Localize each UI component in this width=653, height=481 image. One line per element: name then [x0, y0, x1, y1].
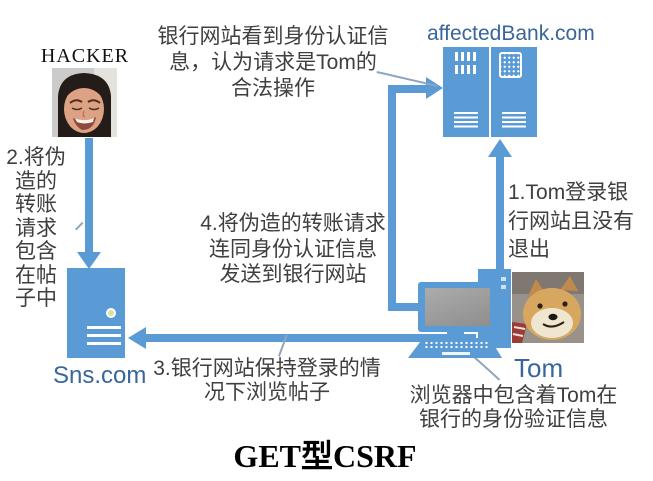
arrow-line	[496, 157, 504, 270]
server-drive-slots-icon	[454, 112, 478, 129]
tom-caption-text: 浏览器中包含着Tom在 银行的身份验证信息	[409, 384, 618, 431]
server-vents-gap	[455, 61, 478, 65]
page-title: GET型CSRF	[233, 438, 417, 474]
arrow-line	[388, 85, 396, 311]
server-drive-slots-icon	[87, 326, 121, 347]
tom-label: Tom	[514, 353, 564, 383]
hacker-photo	[52, 68, 117, 137]
step2-text: 2.将伪 造的 转账 请求 包含 在帖 子中	[6, 146, 66, 310]
sns-domain-label: Sns.com	[53, 362, 147, 389]
server-dotgrid-icon	[499, 52, 522, 78]
arrow-left-icon	[128, 327, 146, 349]
bank-note-text: 银行网站看到身份认证信 息，认为请求是Tom的 合法操作	[157, 25, 389, 100]
arrow-line	[85, 138, 93, 252]
pc-vent-icon	[501, 285, 506, 289]
arrow-right-icon	[426, 77, 443, 99]
keyboard-icon	[408, 338, 502, 358]
keyboard-spacebar	[442, 352, 470, 355]
arrow-line	[392, 85, 427, 93]
hacker-label: HACKER	[40, 45, 130, 67]
arrow-line	[390, 303, 422, 311]
step3-text: 3.银行网站保持登录的情 况下浏览帖子	[153, 357, 381, 404]
arrow-up-icon	[488, 139, 512, 157]
bank-domain-label: affectedBank.com	[427, 22, 595, 45]
keyboard-keys	[424, 341, 488, 349]
step4-text: 4.将伪造的转账请求 连同身份认证信息 发送到银行网站	[200, 212, 386, 286]
arrow-line	[146, 334, 476, 342]
step1-text: 1.Tom登录银 行网站且没有 退出	[508, 181, 634, 261]
pc-vent-icon	[501, 277, 506, 281]
leader-line-step2	[75, 221, 84, 231]
server-drive-slots-icon	[502, 112, 526, 129]
monitor-screen	[425, 288, 490, 326]
doge-photo	[512, 272, 584, 343]
arrow-down-icon	[77, 252, 101, 269]
monitor-stand	[447, 332, 464, 341]
server-led-icon	[106, 308, 116, 318]
